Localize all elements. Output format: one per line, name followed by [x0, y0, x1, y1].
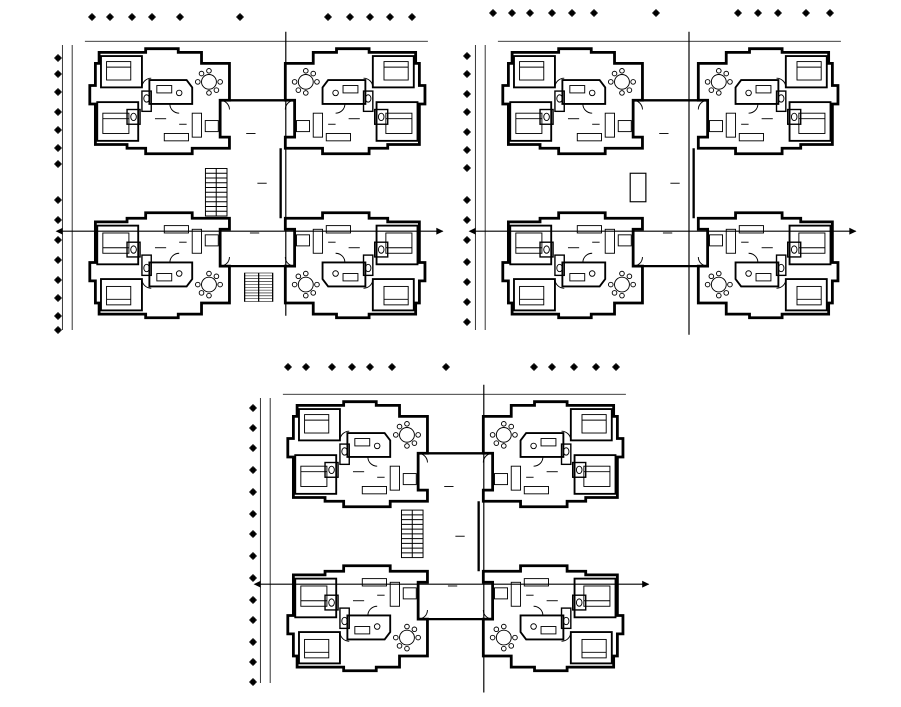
plan-top-right — [468, 31, 857, 335]
plan-bottom-center — [253, 384, 650, 693]
plan-top-left — [55, 31, 444, 331]
lift-icon — [629, 172, 647, 203]
